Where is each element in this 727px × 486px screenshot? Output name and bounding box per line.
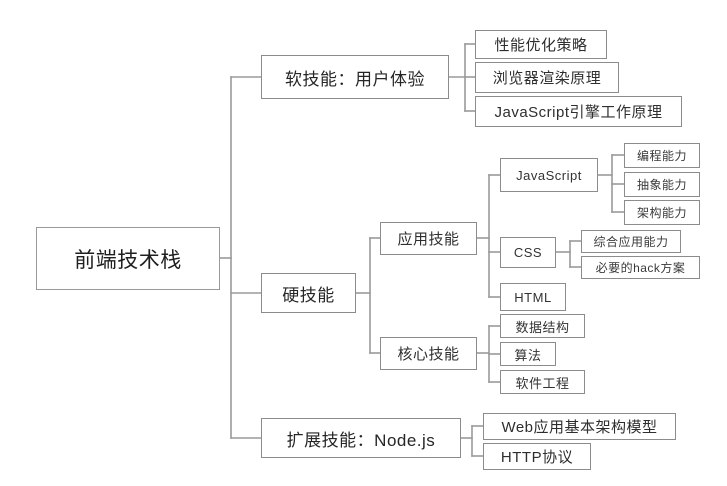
node-soft-skills[interactable]: 软技能：用户体验: [261, 55, 449, 99]
node-browser-rendering[interactable]: 浏览器渲染原理: [475, 62, 619, 93]
node-javascript[interactable]: JavaScript: [500, 158, 598, 192]
node-necessary-hack-solutions[interactable]: 必要的hack方案: [581, 256, 700, 279]
node-comprehensive-application[interactable]: 综合应用能力: [581, 230, 681, 253]
node-web-architecture-model[interactable]: Web应用基本架构模型: [483, 413, 676, 440]
node-algorithms[interactable]: 算法: [500, 342, 556, 366]
node-http-protocol[interactable]: HTTP协议: [483, 443, 591, 470]
node-performance-optimization[interactable]: 性能优化策略: [475, 30, 607, 59]
node-javascript-engine[interactable]: JavaScript引擎工作原理: [475, 96, 682, 127]
node-architecture-ability[interactable]: 架构能力: [624, 200, 700, 225]
node-hard-skills[interactable]: 硬技能: [261, 273, 356, 313]
node-css[interactable]: CSS: [500, 237, 556, 268]
node-data-structures[interactable]: 数据结构: [500, 314, 585, 338]
node-application-skills[interactable]: 应用技能: [380, 222, 477, 255]
node-extension-skills[interactable]: 扩展技能：Node.js: [261, 418, 461, 458]
node-root[interactable]: 前端技术栈: [36, 227, 220, 290]
node-abstraction-ability[interactable]: 抽象能力: [624, 172, 700, 197]
node-html[interactable]: HTML: [500, 283, 566, 311]
node-software-engineering[interactable]: 软件工程: [500, 370, 585, 394]
node-core-skills[interactable]: 核心技能: [380, 337, 477, 370]
node-programming-ability[interactable]: 编程能力: [624, 143, 700, 168]
